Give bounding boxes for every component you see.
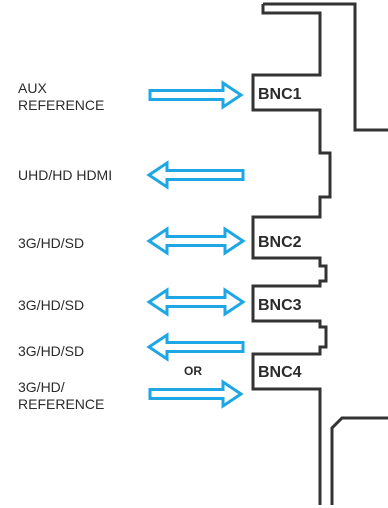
bnc3-bidirectional-arrow bbox=[146, 287, 246, 317]
bnc2-bidirectional-arrow bbox=[146, 226, 246, 256]
bnc4-output-arrow bbox=[146, 332, 245, 362]
bnc2-signal-label: 3G/HD/SD bbox=[18, 235, 84, 251]
bnc1-port-label: BNC1 bbox=[258, 86, 302, 103]
bnc4-port-label: BNC4 bbox=[258, 364, 302, 381]
bnc3-port-label: BNC3 bbox=[258, 297, 302, 314]
bracket-bottom-outline bbox=[330, 416, 388, 505]
or-label: OR bbox=[184, 364, 202, 378]
bnc4-reference-arrow bbox=[148, 379, 244, 409]
bnc2-port-label: BNC2 bbox=[258, 234, 302, 251]
hdmi-label: UHD/HD HDMI bbox=[18, 167, 112, 183]
card-edge-outline bbox=[251, 4, 332, 505]
aux-reference-arrow bbox=[148, 80, 244, 110]
hdmi-arrow bbox=[146, 160, 245, 190]
bnc3-signal-label: 3G/HD/SD bbox=[18, 297, 84, 313]
aux-label-line1: AUX bbox=[18, 80, 47, 96]
bnc4-reference-label-line2: REFERENCE bbox=[18, 396, 104, 412]
aux-label-line2: REFERENCE bbox=[18, 97, 104, 113]
bnc4-reference-label-line1: 3G/HD/ bbox=[18, 379, 65, 395]
card-bracket-outline bbox=[263, 2, 388, 132]
bnc4-output-label: 3G/HD/SD bbox=[18, 343, 84, 359]
